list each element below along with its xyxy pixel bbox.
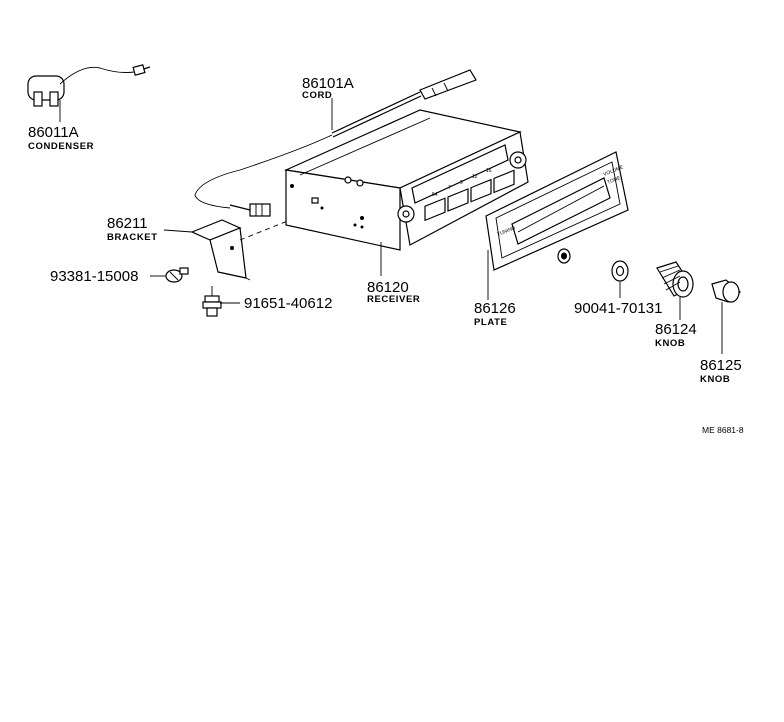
- bracket-drawing: [190, 219, 251, 281]
- diagram-reference-code: ME 8681-8: [702, 425, 744, 435]
- knob-86124-drawing: [656, 261, 694, 298]
- svg-text:9: 9: [460, 180, 463, 186]
- screw-91651-drawing: [202, 286, 222, 317]
- knob-86124-name: KNOB: [655, 338, 685, 349]
- knob-86125-name: KNOB: [700, 374, 730, 385]
- cord-name: CORD: [302, 90, 332, 101]
- svg-text:16: 16: [486, 168, 492, 174]
- condenser-name: CONDENSER: [28, 141, 94, 152]
- bracket-name: BRACKET: [107, 232, 158, 243]
- plate-drawing: TUNING VOLUME TONE: [485, 151, 629, 271]
- plate-name: PLATE: [474, 317, 507, 328]
- bracket-mount-dashed-line: [239, 219, 291, 241]
- plate-nut-drawing: [557, 248, 571, 264]
- bracket-part-number: 86211: [107, 215, 148, 232]
- nut-part-number: 90041-70131: [574, 300, 662, 317]
- knob-86124-part-number: 86124: [655, 321, 697, 338]
- knob-86125-drawing: [711, 279, 741, 303]
- cord-part-number: 86101A: [302, 75, 354, 92]
- screw-91651-part-number: 91651-40612: [244, 295, 332, 312]
- condenser-part-number: 86011A: [28, 124, 79, 141]
- receiver-part-number: 86120: [367, 279, 409, 296]
- receiver-name: RECEIVER: [367, 294, 420, 305]
- screw-93381-part-number: 93381-15008: [50, 268, 138, 285]
- svg-text:12: 12: [472, 174, 478, 180]
- nut-drawing: [611, 260, 629, 282]
- condenser-drawing: [27, 64, 151, 107]
- plate-part-number: 86126: [474, 300, 516, 317]
- receiver-drawing: 54 7 9 12 16: [283, 109, 529, 251]
- screw-93381-drawing: [165, 267, 189, 283]
- bracket-leader: [163, 229, 193, 233]
- svg-text:7: 7: [448, 185, 451, 191]
- knob-86125-part-number: 86125: [700, 357, 742, 374]
- cord-drawing: [194, 69, 477, 217]
- svg-text:TONE: TONE: [607, 175, 623, 186]
- svg-text:54: 54: [432, 192, 438, 198]
